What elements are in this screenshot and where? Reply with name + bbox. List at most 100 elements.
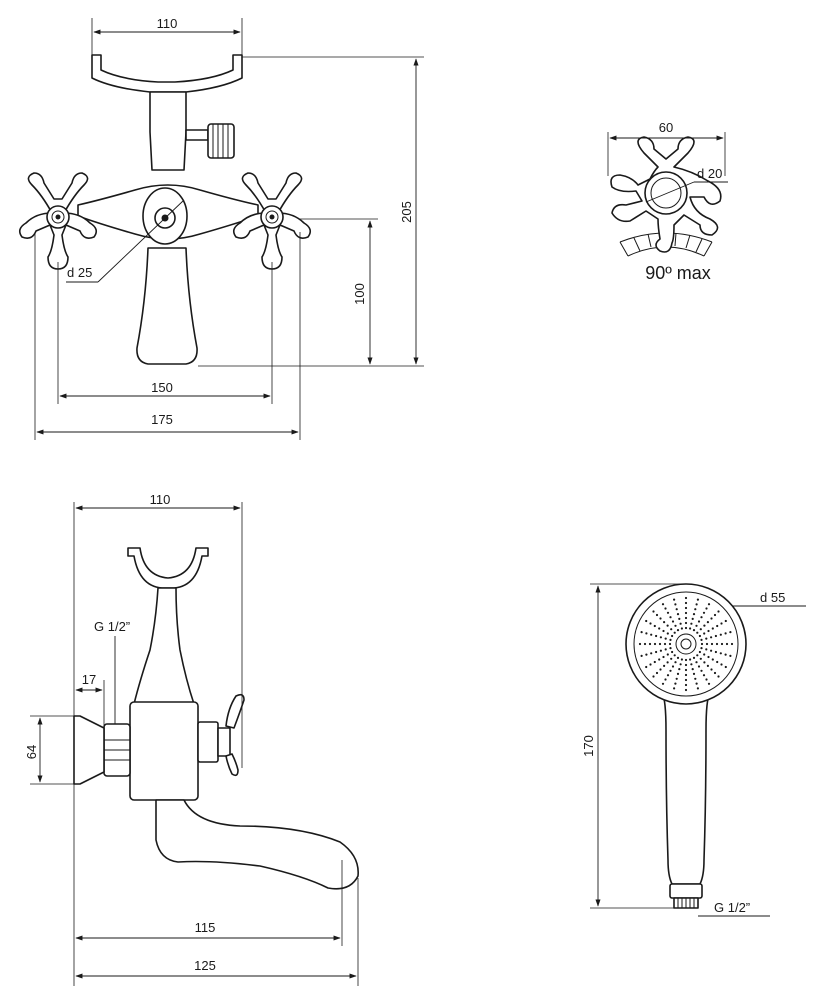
nozzle-hole (684, 658, 688, 662)
nozzle-hole (671, 634, 674, 638)
nozzle-hole (710, 617, 713, 620)
nozzle-hole (669, 638, 672, 642)
nozzle-hole (716, 660, 719, 664)
nozzle-hole (720, 642, 724, 646)
nozzle-hole (674, 682, 677, 685)
side-dim-offset: 17 (82, 672, 96, 687)
nozzle-hole (663, 664, 666, 668)
nozzle-hole (648, 642, 652, 646)
nozzle-hole (700, 647, 703, 650)
nozzle-hole (659, 636, 663, 639)
nozzle-hole (684, 688, 688, 692)
nozzle-hole (698, 650, 702, 654)
nozzle-hole (684, 626, 688, 630)
side-view: 110 G 1/2” 17 64 115 125 (24, 492, 359, 986)
nozzle-hole (673, 631, 676, 634)
nozzle-hole (643, 642, 647, 646)
nozzle-hole (706, 621, 710, 624)
nozzle-hole (655, 650, 658, 654)
nozzle-hole (700, 638, 703, 642)
front-dim-handle-span: 150 (151, 380, 173, 395)
nozzle-hole (680, 627, 684, 630)
nozzle-hole (659, 668, 662, 671)
nozzle-hole (694, 677, 697, 680)
nozzle-hole (684, 668, 688, 672)
nozzle-hole (696, 598, 700, 601)
handle-detail: 60 d 20 90º max (607, 120, 728, 283)
nozzle-hole (720, 622, 723, 625)
nozzle-hole (658, 642, 662, 646)
nozzle-hole (684, 663, 688, 667)
front-hose-connector (185, 123, 235, 159)
nozzle-hole (717, 610, 720, 613)
nozzle-hole (702, 674, 706, 677)
nozzle-hole (729, 631, 732, 634)
nozzle-hole (703, 632, 706, 635)
nozzle-hole (673, 654, 676, 657)
nozzle-hole (645, 665, 648, 669)
nozzle-hole (678, 617, 681, 621)
shower-center-ring (675, 633, 697, 655)
nozzle-hole (684, 601, 688, 605)
nozzle-hole (696, 631, 699, 634)
nozzle-hole (653, 642, 657, 646)
side-dim-flange-height: 64 (24, 745, 39, 759)
side-dim-spout-reach: 115 (195, 920, 216, 935)
nozzle-hole (645, 619, 648, 623)
nozzle-hole (674, 624, 677, 627)
nozzle-hole (658, 627, 661, 630)
nozzle-hole (674, 603, 677, 606)
nozzle-hole (692, 656, 696, 660)
nozzle-hole (655, 671, 659, 675)
nozzle-hole (664, 678, 667, 681)
handle-rotation-label: 90º max (645, 263, 711, 283)
nozzle-hole (696, 654, 699, 657)
nozzle-hole (664, 607, 667, 610)
front-knob-diameter-label: d 25 (67, 265, 92, 280)
nozzle-hole (662, 655, 665, 659)
nozzle-hole (666, 624, 669, 627)
nozzle-hole (703, 624, 706, 627)
nozzle-hole (684, 596, 688, 600)
nozzle-hole (699, 657, 702, 660)
nozzle-hole (710, 668, 713, 671)
nozzle-hole (645, 632, 648, 635)
nozzle-hole (650, 633, 653, 636)
nozzle-hole (699, 628, 702, 631)
shower-diameter-label: d 55 (760, 590, 785, 605)
side-dim-top-width: 110 (150, 492, 171, 507)
side-dim-overall-length: 125 (194, 958, 216, 973)
nozzle-hole (710, 649, 713, 652)
nozzle-hole (666, 661, 669, 664)
nozzle-hole (689, 627, 692, 630)
nozzle-hole (710, 636, 713, 639)
nozzle-hole (705, 648, 708, 651)
nozzle-hole (676, 672, 680, 676)
nozzle-hole (663, 621, 666, 624)
nozzle-hole (674, 661, 677, 664)
nozzle-hole (695, 603, 698, 606)
nozzle-hole (652, 675, 655, 678)
side-body (129, 701, 199, 801)
nozzle-hole (719, 633, 722, 636)
nozzle-hole (673, 687, 676, 690)
nozzle-hole (673, 598, 676, 601)
nozzle-hole (690, 622, 693, 625)
nozzle-hole (669, 669, 672, 672)
nozzle-hole (638, 642, 642, 646)
nozzle-hole (668, 642, 672, 646)
nozzle-hole (697, 665, 701, 668)
nozzle-hole (705, 642, 709, 646)
nozzle-hole (692, 672, 696, 676)
front-dim-axis-height: 100 (352, 283, 367, 305)
nozzle-hole (692, 629, 696, 632)
nozzle-hole (713, 671, 717, 675)
front-dim-total-height: 205 (399, 201, 414, 223)
side-stem (133, 587, 195, 705)
nozzle-hole (655, 613, 659, 617)
nozzle-hole (724, 665, 727, 669)
nozzle-hole (694, 608, 697, 611)
handle-bore-diameter-label: d 20 (697, 166, 722, 181)
nozzle-hole (700, 669, 703, 672)
